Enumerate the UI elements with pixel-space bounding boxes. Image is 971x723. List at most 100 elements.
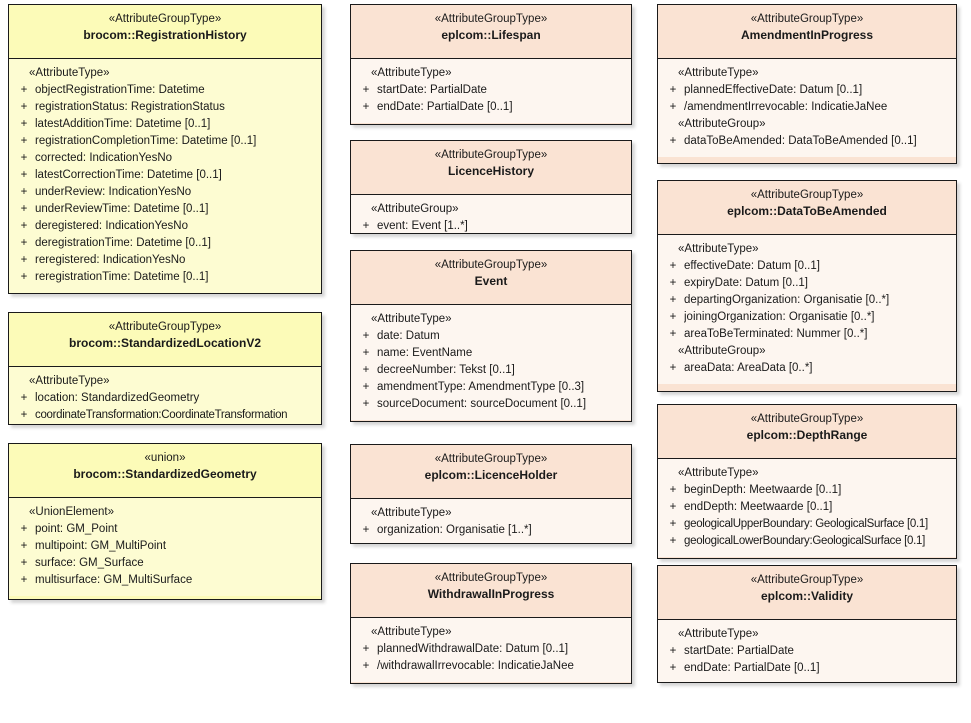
attribute-signature: departingOrganization: Organisatie [0..*…	[684, 294, 890, 306]
class-body-validity: «AttributeType»+startDate: PartialDate+e…	[658, 620, 956, 682]
class-name: brocom::StandardizedLocationV2	[68, 336, 262, 350]
attribute-row[interactable]: +event: Event [1..*]	[355, 218, 627, 233]
attribute-row[interactable]: +areaData: AreaData [0..*]	[662, 360, 952, 377]
attribute-row[interactable]: +geologicalLowerBoundary:GeologicalSurfa…	[662, 533, 952, 550]
visibility-marker: +	[20, 523, 28, 535]
attribute-signature: endDate: PartialDate [0..1]	[377, 101, 513, 113]
attribute-row[interactable]: +deregistered: IndicationYesNo	[13, 218, 317, 235]
attribute-row[interactable]: +registrationStatus: RegistrationStatus	[13, 99, 317, 116]
attribute-row[interactable]: +expiryDate: Datum [0..1]	[662, 275, 952, 292]
class-header-validity: «AttributeGroupType»eplcom::Validity	[658, 566, 956, 620]
visibility-marker: +	[362, 524, 370, 536]
uml-class-validity[interactable]: «AttributeGroupType»eplcom::Validity«Att…	[657, 565, 957, 683]
visibility-marker: +	[20, 409, 28, 421]
attribute-row[interactable]: +geologicalUpperBoundary: GeologicalSurf…	[662, 516, 952, 533]
uml-class-withdrawal-in-progress[interactable]: «AttributeGroupType»WithdrawalInProgress…	[350, 563, 632, 684]
class-stereotype: «AttributeGroupType»	[108, 321, 222, 333]
attribute-row[interactable]: +areaToBeTerminated: Nummer [0..*]	[662, 326, 952, 343]
class-name: eplcom::Validity	[760, 589, 854, 603]
attribute-row[interactable]: +registrationCompletionTime: Datetime [0…	[13, 133, 317, 150]
attribute-row[interactable]: +latestAdditionTime: Datetime [0..1]	[13, 116, 317, 133]
attribute-row[interactable]: +endDate: PartialDate [0..1]	[662, 660, 952, 677]
attribute-row[interactable]: +deregistrationTime: Datetime [0..1]	[13, 235, 317, 252]
attribute-row[interactable]: +reregistered: IndicationYesNo	[13, 252, 317, 269]
attribute-signature: deregistrationTime: Datetime [0..1]	[35, 237, 211, 249]
attribute-row[interactable]: +point: GM_Point	[13, 521, 317, 538]
uml-class-licence-holder[interactable]: «AttributeGroupType»eplcom::LicenceHolde…	[350, 444, 632, 544]
uml-class-standardized-location-v2[interactable]: «AttributeGroupType»brocom::Standardized…	[8, 312, 322, 425]
attribute-signature: underReview: IndicationYesNo	[35, 186, 192, 198]
uml-class-licence-history[interactable]: «AttributeGroupType»LicenceHistory«Attri…	[350, 140, 632, 234]
attribute-row[interactable]: +latestCorrectionTime: Datetime [0..1]	[13, 167, 317, 184]
class-body-licence-holder: «AttributeType» +organization: Organisati…	[351, 499, 631, 543]
class-name: Event	[474, 274, 508, 288]
compartment-label: «AttributeType»	[678, 67, 759, 79]
compartment-label: «AttributeGroup»	[371, 203, 459, 215]
uml-class-standardized-geometry[interactable]: «union»brocom::StandardizedGeometry«Unio…	[8, 443, 322, 600]
attribute-row[interactable]: +reregistrationTime: Datetime [0..1]	[13, 269, 317, 286]
attribute-row[interactable]: +multisurface: GM_MultiSurface	[13, 572, 317, 589]
attribute-row[interactable]: +/amendmentIrrevocable: IndicatieJaNee	[662, 99, 952, 116]
attribute-row[interactable]: + departingOrganization: Organisatie [0..…	[662, 292, 952, 309]
attribute-row[interactable]: +decreeNumber: Tekst [0..1]	[355, 362, 627, 379]
compartment-label: «UnionElement»	[29, 506, 115, 518]
attribute-row[interactable]: + underReview: IndicationYesNo	[13, 184, 317, 201]
uml-class-event[interactable]: «AttributeGroupType»Event«AttributeType»…	[350, 250, 632, 422]
attribute-row[interactable]: +coordinateTransformation:CoordinateTran…	[13, 407, 317, 424]
attribute-signature: corrected: IndicationYesNo	[35, 152, 173, 164]
class-name: eplcom::LicenceHolder	[424, 468, 558, 482]
visibility-marker: +	[669, 294, 677, 306]
attribute-row[interactable]: +objectRegistrationTime: Datetime	[13, 82, 317, 99]
attribute-row[interactable]: +amendmentType: AmendmentType [0..3]	[355, 379, 627, 396]
attribute-row[interactable]: +multipoint: GM_MultiPoint	[13, 538, 317, 555]
class-stereotype: «AttributeGroupType»	[434, 453, 548, 465]
attribute-signature: plannedEffectiveDate: Datum [0..1]	[684, 84, 863, 96]
attribute-row[interactable]: +organization: Organisatie [1..*]	[355, 522, 627, 539]
attribute-row[interactable]: +underReviewTime: Datetime [0..1]	[13, 201, 317, 218]
attribute-signature: effectiveDate: Datum [0..1]	[684, 260, 820, 272]
visibility-marker: +	[20, 186, 28, 198]
attribute-row[interactable]: +date: Datum	[355, 328, 627, 345]
uml-class-depth-range[interactable]: «AttributeGroupType»eplcom::DepthRange«A…	[657, 404, 957, 559]
compartment-label: «AttributeGroup»	[678, 118, 766, 130]
class-name: LicenceHistory	[447, 164, 535, 178]
attribute-row[interactable]: +plannedEffectiveDate: Datum [0..1]	[662, 82, 952, 99]
attribute-row[interactable]: +startDate: PartialDate	[355, 82, 627, 99]
attribute-row[interactable]: + endDepth: Meetwaarde [0..1]	[662, 499, 952, 516]
attribute-signature: amendmentType: AmendmentType [0..3]	[377, 381, 585, 393]
attribute-row[interactable]: + corrected: IndicationYesNo	[13, 150, 317, 167]
visibility-marker: +	[669, 501, 677, 513]
attribute-row[interactable]: +joiningOrganization: Organisatie [0..*]	[662, 309, 952, 326]
attribute-row[interactable]: +sourceDocument: sourceDocument [0..1]	[355, 396, 627, 413]
uml-class-data-to-be-amended[interactable]: «AttributeGroupType»eplcom::DataToBeAmen…	[657, 180, 957, 392]
attribute-signature: underReviewTime: Datetime [0..1]	[35, 203, 209, 215]
attribute-row[interactable]: +beginDepth: Meetwaarde [0..1]	[662, 482, 952, 499]
attribute-row[interactable]: +endDate: PartialDate [0..1]	[355, 99, 627, 116]
attribute-signature: surface: GM_Surface	[35, 557, 144, 569]
attribute-row[interactable]: +dataToBeAmended: DataToBeAmended [0..1]	[662, 133, 952, 150]
visibility-marker: +	[20, 118, 28, 130]
visibility-marker: +	[20, 152, 28, 164]
attribute-signature: objectRegistrationTime: Datetime	[35, 84, 205, 96]
attribute-row[interactable]: +startDate: PartialDate	[662, 643, 952, 660]
attribute-row[interactable]: +plannedWithdrawalDate: Datum [0..1]	[355, 641, 627, 658]
attribute-row[interactable]: +location: StandardizedGeometry	[13, 390, 317, 407]
attribute-signature: geologicalUpperBoundary: GeologicalSurfa…	[684, 518, 928, 530]
visibility-marker: +	[20, 540, 28, 552]
compartment-label: «AttributeType»	[371, 507, 452, 519]
attribute-row[interactable]: +name: EventName	[355, 345, 627, 362]
attribute-row[interactable]: +/withdrawalIrrevocable: IndicatieJaNee	[355, 658, 627, 675]
uml-class-registration-history[interactable]: «AttributeGroupType»brocom::Registration…	[8, 4, 322, 294]
class-header-standardized-geometry: «union»brocom::StandardizedGeometry	[9, 444, 321, 498]
attribute-signature: endDepth: Meetwaarde [0..1]	[684, 501, 833, 513]
attribute-row[interactable]: +surface: GM_Surface	[13, 555, 317, 572]
uml-class-amendment-in-progress[interactable]: «AttributeGroupType»AmendmentInProgress«…	[657, 4, 957, 164]
class-stereotype: «AttributeGroupType»	[434, 13, 548, 25]
visibility-marker: +	[669, 362, 677, 374]
class-header-registration-history: «AttributeGroupType»brocom::Registration…	[9, 5, 321, 59]
class-stereotype: «AttributeGroupType»	[750, 574, 864, 586]
uml-class-lifespan[interactable]: «AttributeGroupType»eplcom::Lifespan«Att…	[350, 4, 632, 125]
attribute-row[interactable]: +effectiveDate: Datum [0..1]	[662, 258, 952, 275]
attribute-signature: sourceDocument: sourceDocument [0..1]	[377, 398, 587, 410]
visibility-marker: +	[20, 169, 28, 181]
